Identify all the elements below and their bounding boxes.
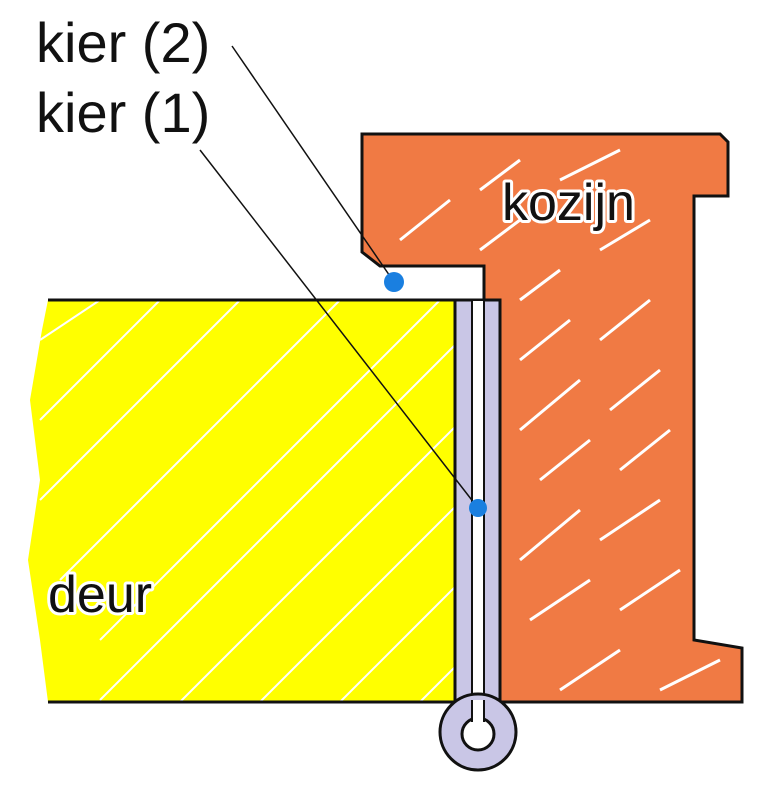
frame-shape xyxy=(360,132,744,704)
label-kier1: kier (1) xyxy=(36,81,210,144)
seal-bulb-hole xyxy=(460,716,496,752)
point-kier2 xyxy=(384,272,404,292)
door-deur xyxy=(28,298,455,704)
leader-line-kier2 xyxy=(231,45,395,283)
door-shape xyxy=(28,300,455,702)
leader-line-kier1 xyxy=(199,149,479,509)
point-kier1 xyxy=(469,499,487,517)
frame-kozijn xyxy=(360,132,744,704)
label-kozijn: kozijn xyxy=(502,174,635,232)
label-kier2: kier (2) xyxy=(36,11,210,74)
seal-slot-neck xyxy=(472,700,484,722)
door-hatching xyxy=(39,300,455,702)
frame-hatching xyxy=(399,148,721,692)
label-deur: deur xyxy=(48,566,152,624)
